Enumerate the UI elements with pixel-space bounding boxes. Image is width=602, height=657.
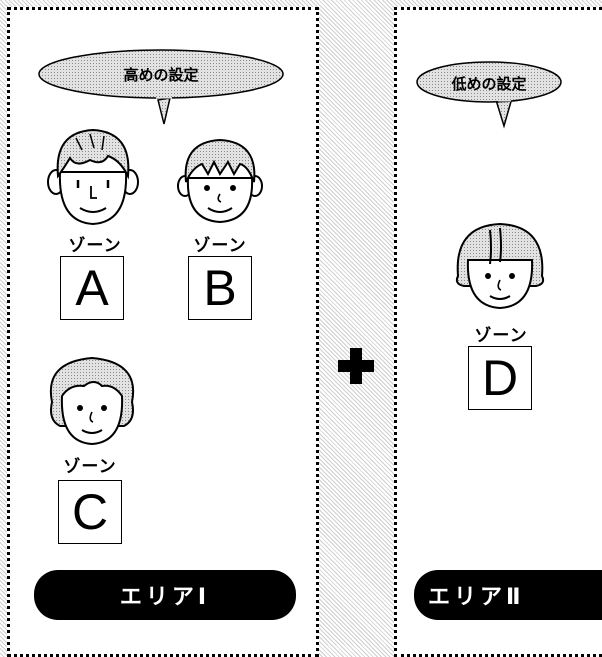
- zone-d-label: ゾーン: [474, 326, 528, 346]
- man-face-icon: [47, 128, 139, 226]
- bubble-text-high: 高めの設定: [123, 66, 199, 84]
- speech-bubble-low: [416, 61, 562, 129]
- zone-c-box: C: [58, 480, 122, 544]
- woman-face-icon: [49, 356, 135, 446]
- boy-face-icon: [177, 138, 263, 224]
- area-1-label: エリアⅠ: [34, 570, 296, 620]
- zone-c-label: ゾーン: [63, 457, 117, 477]
- zone-b-box: B: [188, 256, 252, 320]
- bubble-text-low: 低めの設定: [451, 75, 527, 93]
- speech-bubble-high: [38, 49, 284, 125]
- area-2-panel: [394, 7, 602, 657]
- zone-a-box: A: [60, 256, 124, 320]
- zone-d-box: D: [468, 346, 532, 410]
- plus-icon: [338, 348, 374, 384]
- zone-a-label: ゾーン: [68, 236, 122, 256]
- zone-b-label: ゾーン: [193, 236, 247, 256]
- area-2-label: エリアⅡ: [414, 570, 602, 620]
- girl-face-icon: [455, 222, 545, 310]
